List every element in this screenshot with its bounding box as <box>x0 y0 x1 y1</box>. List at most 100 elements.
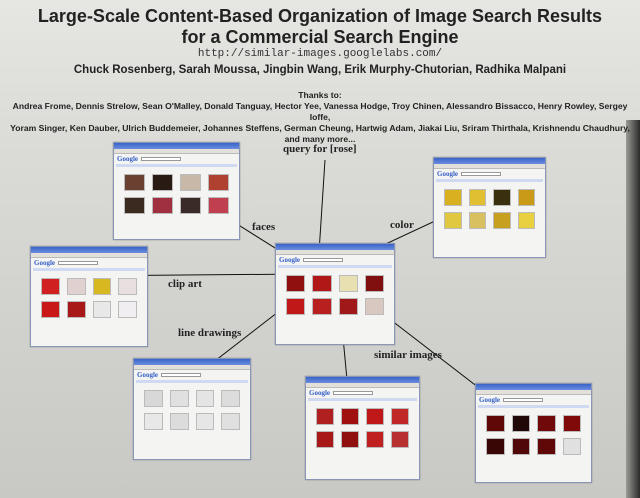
image-thumbnail[interactable] <box>144 413 163 430</box>
menu-bar <box>114 149 239 154</box>
image-thumbnail[interactable] <box>208 174 229 191</box>
google-logo: Google <box>117 154 138 163</box>
image-thumbnail[interactable] <box>66 278 86 295</box>
image-thumbnail[interactable] <box>341 408 359 425</box>
results-bar <box>478 405 589 408</box>
image-thumbnail[interactable] <box>391 408 409 425</box>
google-logo: Google <box>437 169 458 178</box>
search-input[interactable] <box>58 260 98 265</box>
image-thumbnail[interactable] <box>169 390 189 407</box>
image-thumbnail[interactable] <box>341 431 359 448</box>
menu-bar <box>134 365 250 370</box>
image-thumbnail[interactable] <box>41 301 60 318</box>
results-bar <box>308 398 417 401</box>
image-thumbnail[interactable] <box>511 415 530 432</box>
image-thumbnail[interactable] <box>312 298 332 315</box>
thumbnail-grid <box>31 272 147 324</box>
image-thumbnail[interactable] <box>537 438 556 455</box>
image-thumbnail[interactable] <box>221 413 240 430</box>
image-thumbnail[interactable] <box>118 301 137 318</box>
image-thumbnail[interactable] <box>493 189 511 206</box>
image-thumbnail[interactable] <box>169 413 189 430</box>
thumbnail-grid <box>476 409 591 461</box>
search-bar: Google <box>134 370 250 379</box>
image-thumbnail[interactable] <box>286 298 306 315</box>
screenshot-similar-results: Google <box>475 383 592 483</box>
title-bar <box>276 244 394 250</box>
screenshot-color: Google <box>433 157 546 258</box>
screenshot-clip-art: Google <box>30 246 148 347</box>
search-bar: Google <box>276 255 394 264</box>
search-input[interactable] <box>503 397 543 402</box>
image-thumbnail[interactable] <box>66 301 86 318</box>
image-thumbnail[interactable] <box>312 275 332 292</box>
screenshot-query: Google <box>275 243 395 345</box>
screenshot-line-drawings: Google <box>133 358 251 460</box>
label-query: query for [rose] <box>283 143 357 155</box>
menu-bar <box>434 164 545 169</box>
google-logo: Google <box>34 258 55 267</box>
image-thumbnail[interactable] <box>316 431 334 448</box>
image-thumbnail[interactable] <box>391 431 409 448</box>
search-input[interactable] <box>303 257 343 262</box>
image-thumbnail[interactable] <box>221 390 240 407</box>
screenshot-similar-images: Google <box>305 376 420 480</box>
title-bar <box>434 158 545 164</box>
image-thumbnail[interactable] <box>486 415 505 432</box>
results-bar <box>436 179 543 182</box>
image-thumbnail[interactable] <box>208 197 229 214</box>
search-input[interactable] <box>333 390 373 395</box>
image-thumbnail[interactable] <box>180 174 201 191</box>
image-thumbnail[interactable] <box>152 197 173 214</box>
search-bar: Google <box>31 258 147 267</box>
thumbnail-grid <box>276 269 394 321</box>
image-thumbnail[interactable] <box>41 278 60 295</box>
image-thumbnail[interactable] <box>468 212 486 229</box>
image-thumbnail[interactable] <box>144 390 163 407</box>
image-thumbnail[interactable] <box>517 189 535 206</box>
image-thumbnail[interactable] <box>124 174 145 191</box>
image-thumbnail[interactable] <box>562 415 581 432</box>
label-line-drawings: line drawings <box>178 327 242 339</box>
image-thumbnail[interactable] <box>316 408 334 425</box>
image-thumbnail[interactable] <box>195 390 215 407</box>
search-bar: Google <box>434 169 545 178</box>
thanks-line: Andrea Frome, Dennis Strelow, Sean O'Mal… <box>12 101 628 122</box>
image-thumbnail[interactable] <box>517 212 535 229</box>
image-thumbnail[interactable] <box>152 174 173 191</box>
image-thumbnail[interactable] <box>92 301 112 318</box>
image-thumbnail[interactable] <box>493 212 511 229</box>
image-thumbnail[interactable] <box>338 298 358 315</box>
image-thumbnail[interactable] <box>444 212 462 229</box>
image-thumbnail[interactable] <box>486 438 505 455</box>
image-thumbnail[interactable] <box>118 278 137 295</box>
menu-bar <box>476 390 591 395</box>
image-thumbnail[interactable] <box>511 438 530 455</box>
search-bar: Google <box>306 388 419 397</box>
image-thumbnail[interactable] <box>92 278 112 295</box>
image-thumbnail[interactable] <box>195 413 215 430</box>
title-bar <box>31 247 147 253</box>
search-input[interactable] <box>161 372 201 377</box>
image-thumbnail[interactable] <box>562 438 581 455</box>
image-thumbnail[interactable] <box>468 189 486 206</box>
image-thumbnail[interactable] <box>364 275 384 292</box>
image-thumbnail[interactable] <box>338 275 358 292</box>
image-thumbnail[interactable] <box>444 189 462 206</box>
image-thumbnail[interactable] <box>180 197 201 214</box>
google-logo: Google <box>137 370 158 379</box>
thumbnail-grid <box>114 168 239 220</box>
image-thumbnail[interactable] <box>366 408 384 425</box>
image-thumbnail[interactable] <box>124 197 145 214</box>
poster-title-line1: Large-Scale Content-Based Organization o… <box>37 6 603 26</box>
image-thumbnail[interactable] <box>286 275 306 292</box>
image-thumbnail[interactable] <box>364 298 384 315</box>
search-bar: Google <box>476 395 591 404</box>
image-thumbnail[interactable] <box>366 431 384 448</box>
thumbnail-grid <box>434 183 545 235</box>
results-bar <box>116 164 237 167</box>
menu-bar <box>31 253 147 258</box>
search-input[interactable] <box>461 171 501 176</box>
search-input[interactable] <box>141 156 181 161</box>
image-thumbnail[interactable] <box>537 415 556 432</box>
